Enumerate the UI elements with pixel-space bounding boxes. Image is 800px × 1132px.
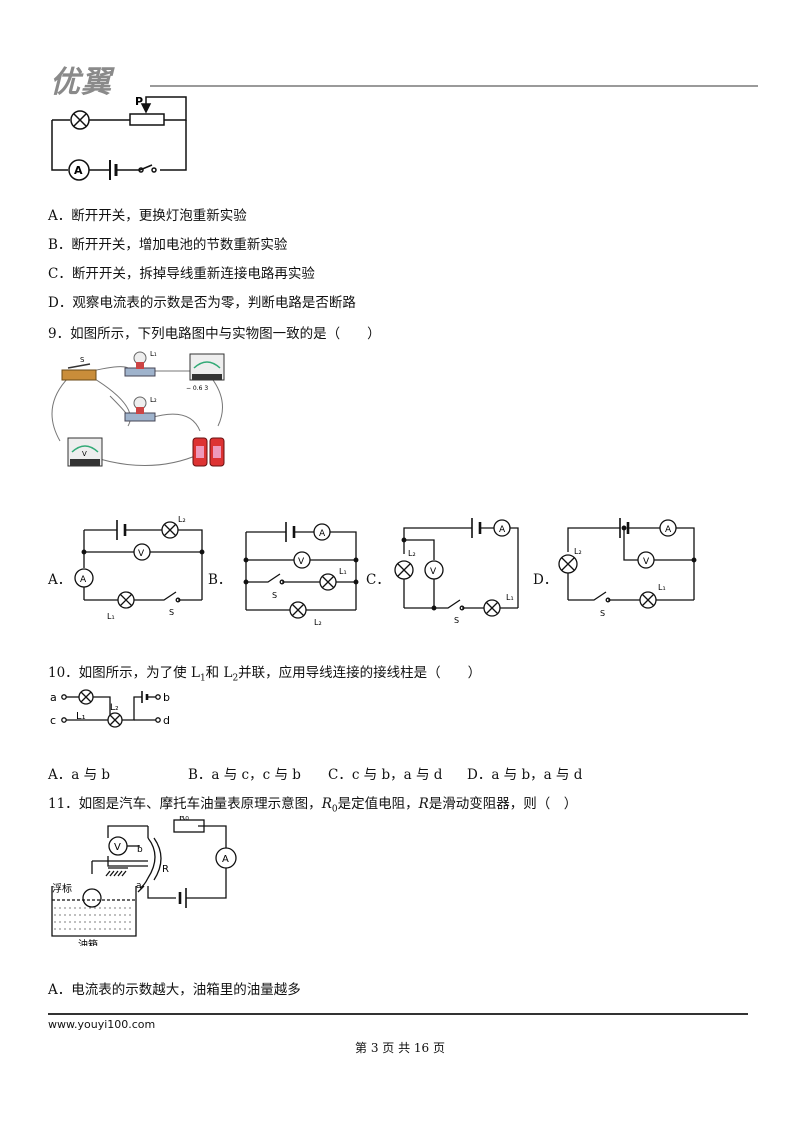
q10-stem-sub2: 2: [232, 673, 239, 684]
q10-stem-prefix: 10．如图所示，为了使 L: [48, 665, 200, 681]
q9-option-b-diagram: A V L₁ S L₂: [243, 522, 359, 627]
terminal-b-label: b: [163, 691, 170, 704]
voltmeter-label: V: [114, 842, 121, 853]
photo-meter-scale: − 0.6 3: [186, 385, 208, 392]
lamp2-label: L₂: [110, 703, 119, 713]
q9-option-a-diagram: L₂ V A L₁ S: [74, 515, 205, 621]
footer-url: www.youyi100.com: [48, 1018, 156, 1031]
voltmeter-label: V: [430, 567, 437, 577]
terminal-a-label: a: [50, 691, 57, 704]
q10-option-b: B．a 与 c，c 与 b: [188, 767, 301, 783]
photo-lamp1-label: L₁: [150, 350, 157, 358]
q11-option-a: A．电流表的示数越大，油箱里的油量越多: [48, 982, 301, 998]
q11-stem: 11．如图是汽车、摩托车油量表原理示意图，R0是定值电阻，R是滑动变阻器，则（ …: [48, 792, 577, 815]
q9-option-a-letter: A．: [48, 572, 72, 588]
voltmeter-label: V: [138, 549, 145, 559]
header-logo: 优翼: [50, 65, 112, 100]
q9-physical-circuit-image: S L₁ − 0.6 3 L₂ V: [51, 350, 225, 467]
q10-stem-sub1: 1: [199, 673, 206, 684]
ammeter-label: A: [74, 164, 83, 177]
ammeter-label: A: [222, 854, 229, 865]
q8-option-a: A．断开开关，更换灯泡重新实验: [48, 208, 247, 224]
q11-stem-mid2: 是滑动变阻器，则（ ）: [428, 796, 578, 812]
q10-stem-suffix: 并联，应用导线连接的接线柱是（ ）: [238, 665, 482, 681]
terminal-a-label: a: [136, 881, 142, 891]
q10-option-c: C．c 与 b，a 与 d: [328, 767, 443, 783]
switch-label: S: [600, 609, 605, 618]
q10-stem-mid: 和 L: [205, 665, 233, 681]
q9-option-d-diagram: A V L₂ S L₁: [558, 518, 697, 618]
terminal-c-label: c: [50, 714, 56, 727]
q8-option-b: B．断开开关，增加电池的节数重新实验: [48, 237, 288, 253]
q11-stem-prefix: 11．如图是汽车、摩托车油量表原理示意图，: [48, 796, 322, 812]
slider-label: P: [135, 95, 143, 108]
lamp2-label: L₂: [314, 618, 322, 627]
q11-r0-sub: 0: [331, 804, 338, 815]
q11-fuel-gauge-diagram: V A R₀ R b a 浮标 油箱: [51, 816, 237, 946]
q11-stem-mid1: 是定值电阻，: [337, 796, 419, 812]
ammeter-label: A: [80, 575, 87, 585]
q10-circuit-diagram: a c b d L₁ L₂: [50, 689, 170, 728]
q9-option-b-letter: B．: [208, 572, 232, 588]
lamp2-label: L₂: [574, 547, 582, 556]
tank-label: 油箱: [78, 938, 98, 946]
lamp1-label: L₁: [76, 711, 86, 722]
terminal-b-label: b: [137, 845, 143, 855]
q9-stem: 9．如图所示，下列电路图中与实物图一致的是（ ）: [48, 326, 381, 342]
photo-switch-label: S: [80, 356, 85, 364]
lamp2-label: L₂: [408, 549, 416, 558]
footer-divider: [48, 1013, 748, 1015]
photo-lamp2-label: L₂: [150, 396, 157, 404]
q9-option-d-letter: D．: [533, 572, 558, 588]
voltmeter-label: V: [298, 557, 305, 567]
lamp1-label: L₁: [658, 583, 666, 592]
q9-option-c-diagram: A L₂ V S L₁: [394, 518, 519, 625]
ammeter-label: A: [665, 525, 672, 535]
switch-label: S: [272, 591, 277, 600]
q11-r0-symbol: R: [321, 796, 332, 812]
lamp1-label: L₁: [107, 612, 115, 621]
q8-option-d: D．观察电流表的示数是否为零，判断电路是否断路: [48, 295, 356, 311]
q8-option-c: C．断开开关，拆掉导线重新连接电路再实验: [48, 266, 315, 282]
float-label: 浮标: [52, 883, 72, 895]
r-label: R: [162, 864, 169, 875]
switch-label: S: [169, 608, 174, 617]
ammeter-label: A: [319, 529, 326, 539]
q8-circuit-diagram: P A: [51, 95, 187, 181]
terminal-d-label: d: [163, 714, 170, 727]
page-number: 第 3 页 共 16 页: [355, 1041, 445, 1055]
ammeter-label: A: [499, 525, 506, 535]
voltmeter-label: V: [643, 557, 650, 567]
lamp2-label: L₂: [178, 515, 186, 524]
lamp1-label: L₁: [339, 567, 347, 576]
q10-option-a: A．a 与 b: [48, 767, 111, 783]
header-divider: [150, 85, 758, 87]
lamp1-label: L₁: [506, 593, 514, 602]
photo-voltmeter-label: V: [82, 450, 87, 458]
switch-label: S: [454, 616, 459, 625]
q11-r-symbol: R: [418, 796, 429, 812]
q10-option-d: D．a 与 b，a 与 d: [467, 767, 583, 783]
q10-stem: 10．如图所示，为了使 L1和 L2并联，应用导线连接的接线柱是（ ）: [48, 661, 481, 684]
q9-option-c-letter: C．: [366, 572, 390, 588]
r0-label: R₀: [179, 816, 189, 823]
